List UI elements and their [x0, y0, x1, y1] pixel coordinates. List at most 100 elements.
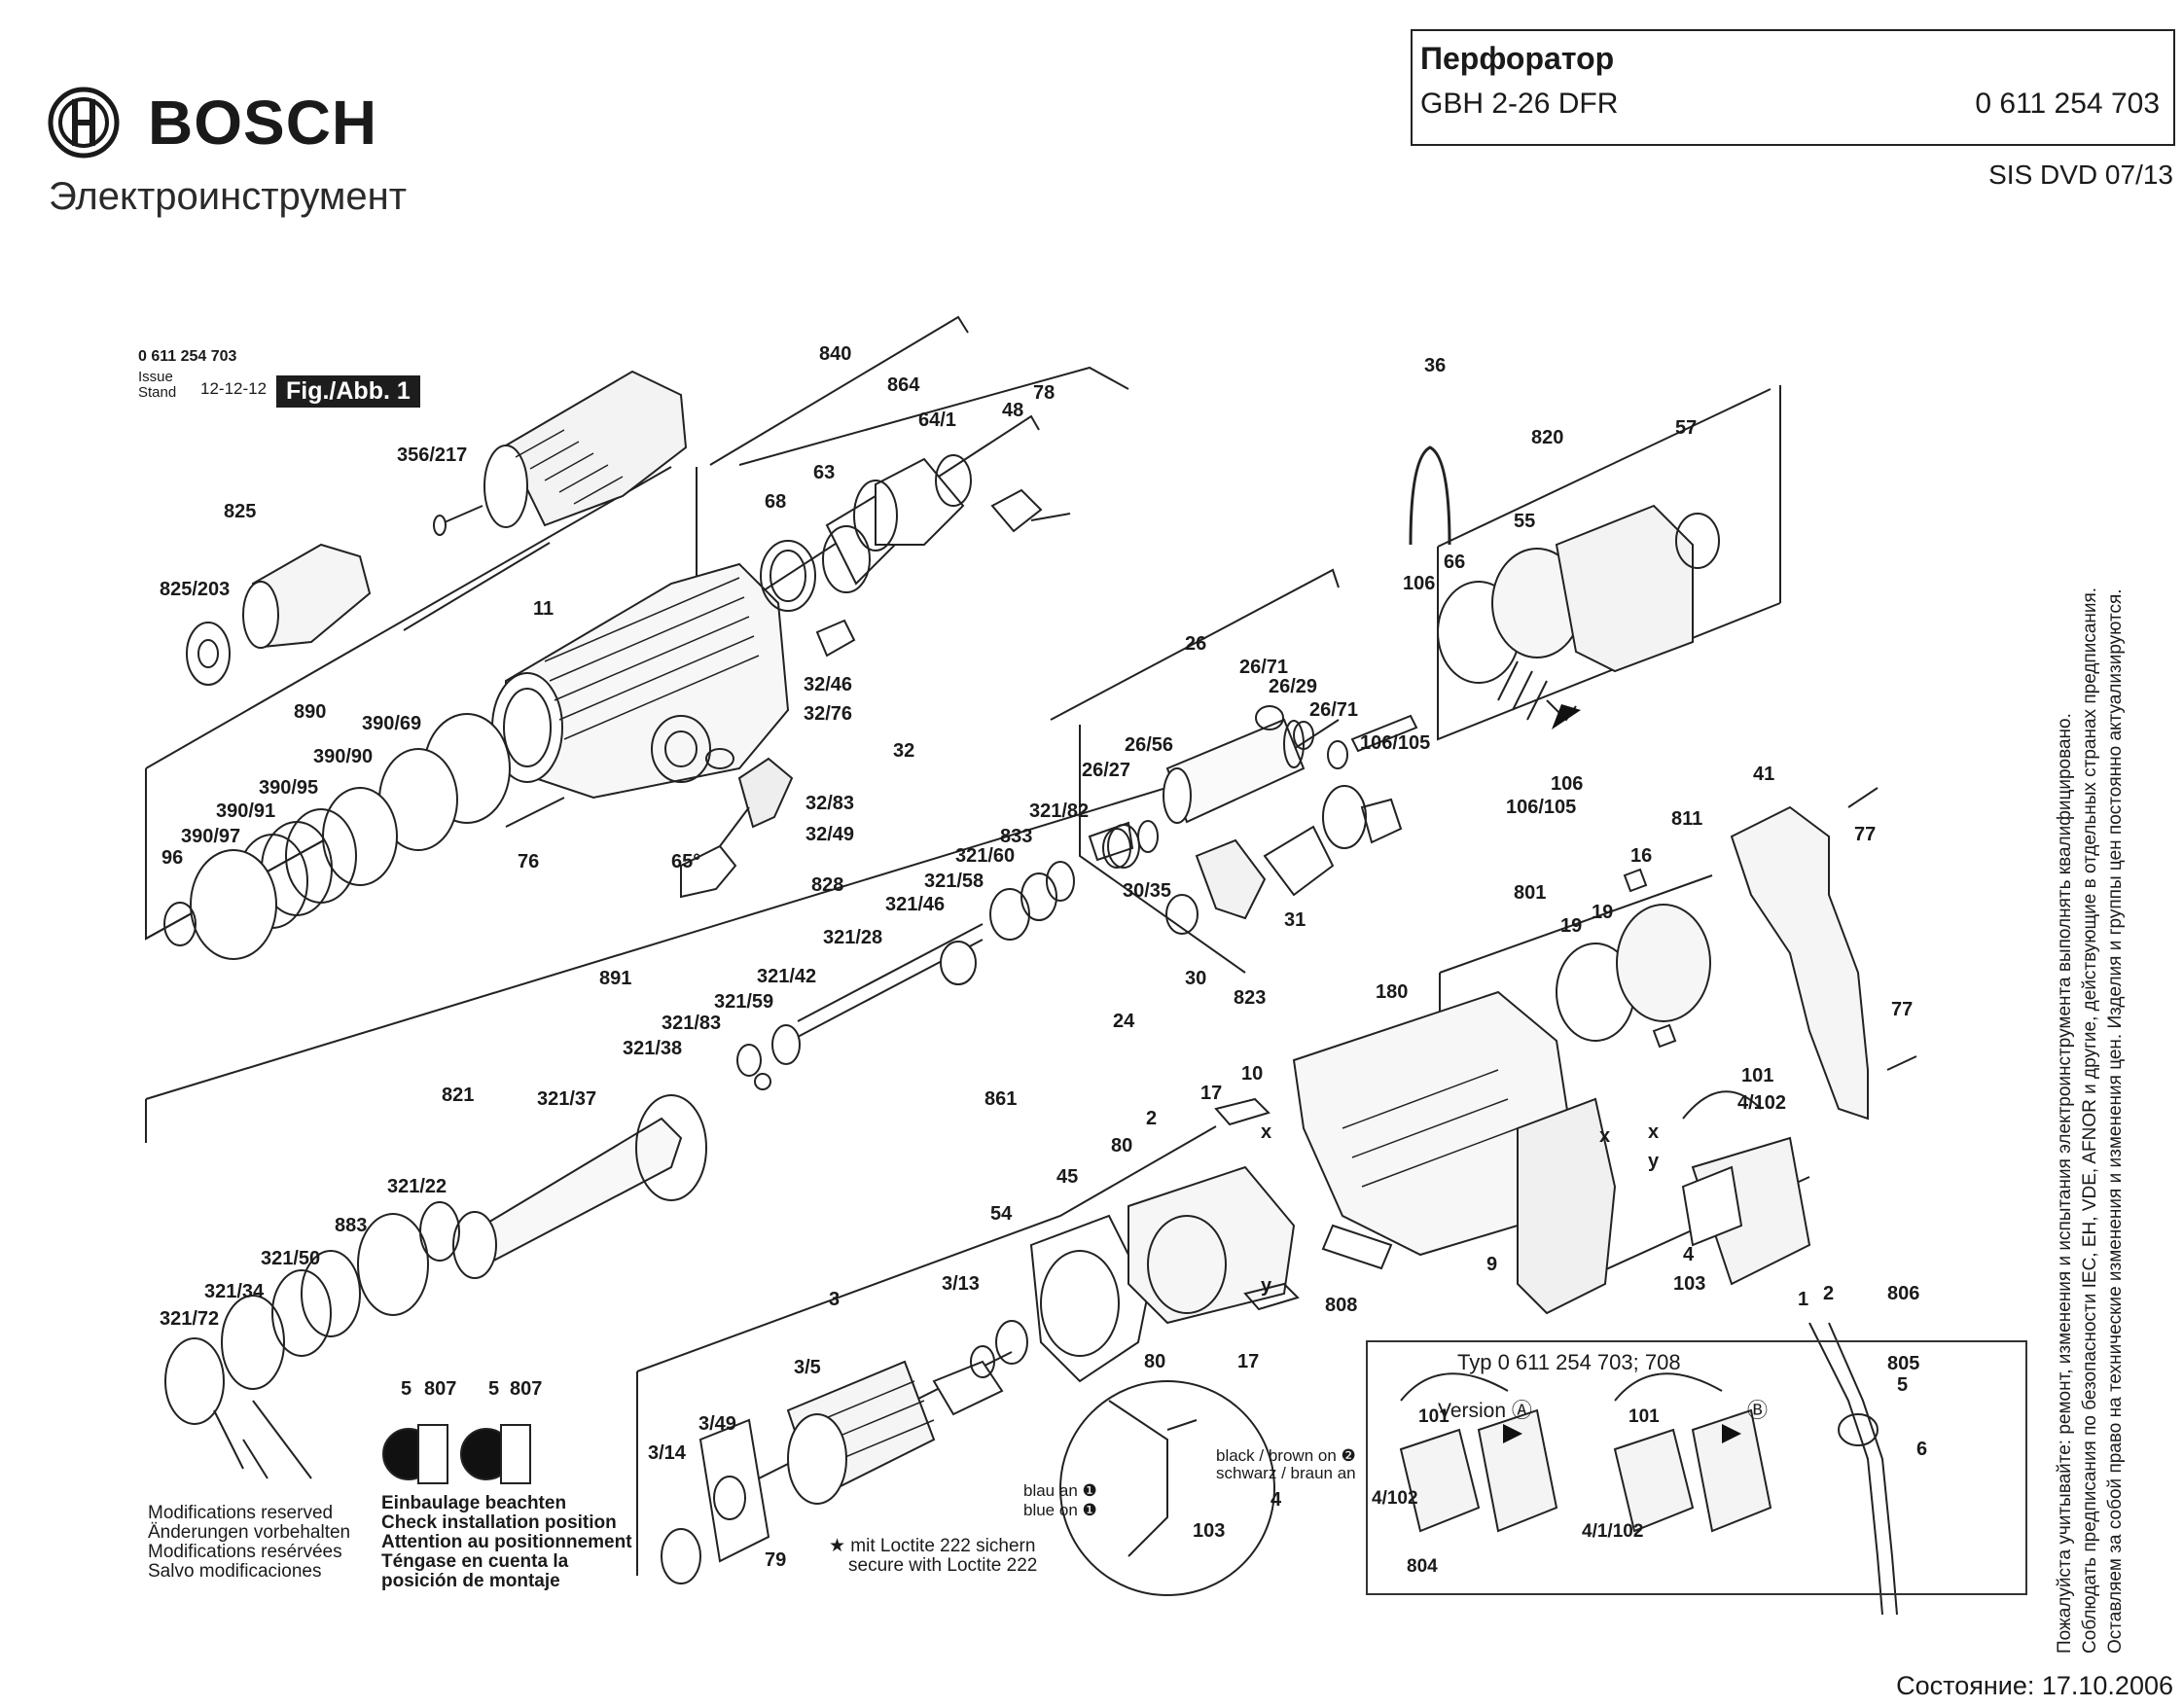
label-3: 3 — [829, 1289, 840, 1310]
label-106-105a: 106/105 — [1360, 732, 1430, 754]
label-x3: x — [1648, 1121, 1659, 1143]
label-32-76: 32/76 — [804, 703, 852, 725]
label-4: 4 — [1683, 1244, 1695, 1265]
clutch-rings-drawing — [760, 454, 1071, 612]
label-103b: 103 — [1193, 1520, 1225, 1542]
label-825: 825 — [224, 501, 256, 522]
inset-label-804: 804 — [1407, 1556, 1438, 1577]
wire-note-black-brown: black / brown on ❷ — [1216, 1446, 1356, 1465]
issue-label: Issue — [138, 369, 173, 385]
label-48: 48 — [1002, 400, 1023, 421]
label-11: 11 — [533, 598, 554, 620]
label-64-1: 64/1 — [918, 409, 956, 431]
label-5: 5 — [1897, 1374, 1908, 1396]
label-63: 63 — [813, 462, 835, 483]
label-10: 10 — [1241, 1063, 1263, 1085]
detail-circle-drawing — [1059, 1380, 1275, 1596]
note-line: ★ mit Loctite 222 sichern — [829, 1536, 1036, 1556]
label-321-58: 321/58 — [924, 871, 984, 892]
label-79: 79 — [765, 1549, 786, 1571]
label-820: 820 — [1531, 427, 1563, 448]
label-x1: x — [1261, 1121, 1271, 1143]
label-5a: 5 — [401, 1378, 412, 1400]
armature-drawing — [661, 1320, 1028, 1584]
product-number: 0 611 254 703 — [1975, 88, 2160, 120]
inset-label-101a: 101 — [1418, 1406, 1449, 1427]
brand-name: BOSCH — [148, 88, 378, 158]
note-line: Änderungen vorbehalten — [148, 1522, 351, 1543]
label-9: 9 — [1486, 1254, 1497, 1275]
label-821: 821 — [442, 1085, 474, 1106]
label-41: 41 — [1753, 764, 1774, 785]
switch-drawing — [1681, 1090, 1811, 1286]
handle-drawing — [1730, 787, 1917, 1121]
label-321-28: 321/28 — [823, 927, 882, 948]
label-861: 861 — [984, 1088, 1017, 1110]
note-line: Einbaulage beachten — [381, 1493, 567, 1513]
chuck-drawing — [433, 370, 688, 536]
label-3-5: 3/5 — [794, 1357, 821, 1378]
note-line: Salvo modificaciones — [148, 1561, 322, 1582]
motor-housing-drawing — [1292, 990, 1617, 1315]
label-96: 96 — [161, 847, 183, 869]
modifications-notes: Modifications reserved Änderungen vorbeh… — [148, 1504, 350, 1582]
label-321-46: 321/46 — [885, 894, 945, 915]
label-321-34: 321/34 — [204, 1281, 265, 1302]
label-y2: y — [1648, 1151, 1660, 1172]
label-26-29: 26/29 — [1269, 676, 1317, 697]
label-390-95: 390/95 — [259, 777, 318, 799]
note-line: Attention au positionnement — [381, 1532, 632, 1552]
label-321-42: 321/42 — [757, 966, 816, 987]
label-2: 2 — [1146, 1108, 1157, 1129]
label-321-59: 321/59 — [714, 991, 773, 1013]
sis-version: SIS DVD 07/13 — [1988, 160, 2173, 190]
label-26-71b: 26/71 — [1309, 699, 1358, 721]
product-type: Перфоратор — [1420, 41, 1615, 76]
label-32-83: 32/83 — [805, 793, 854, 814]
label-106b: 106 — [1551, 773, 1583, 795]
label-32: 32 — [893, 740, 914, 762]
label-883: 883 — [335, 1215, 367, 1236]
label-80a: 80 — [1111, 1135, 1132, 1156]
version-inset: Typ 0 611 254 703; 708 Version Ⓐ Ⓑ 101 1… — [1366, 1340, 2027, 1595]
label-891: 891 — [599, 968, 631, 989]
product-model: GBH 2-26 DFR — [1420, 88, 1619, 120]
note-line: Modifications resérvées — [148, 1542, 342, 1562]
inset-title: Typ 0 611 254 703; 708 — [1457, 1350, 1681, 1374]
label-36: 36 — [1424, 355, 1446, 376]
note-line: secure with Loctite 222 — [848, 1555, 1038, 1576]
brand-subtitle: Электроинструмент — [49, 175, 408, 218]
hammer-pipe-drawing — [1088, 705, 1403, 935]
label-321-72: 321/72 — [160, 1308, 219, 1330]
label-x2: x — [1599, 1125, 1610, 1147]
label-16: 16 — [1630, 845, 1652, 867]
label-31: 31 — [1284, 909, 1306, 931]
version-a-label: Version Ⓐ — [1438, 1400, 1532, 1422]
label-17a: 17 — [1200, 1083, 1222, 1104]
label-101: 101 — [1741, 1065, 1773, 1086]
label-823: 823 — [1234, 987, 1266, 1009]
label-321-50: 321/50 — [261, 1248, 320, 1269]
label-1: 1 — [1798, 1289, 1808, 1310]
label-3-49: 3/49 — [698, 1413, 736, 1435]
label-4b: 4 — [1270, 1489, 1282, 1511]
brush-holder-drawing — [1556, 868, 1711, 1049]
label-103a: 103 — [1673, 1273, 1705, 1295]
label-76: 76 — [518, 851, 539, 872]
wire-note-blue: blue on ❶ — [1023, 1501, 1097, 1519]
label-26-71a: 26/71 — [1239, 657, 1288, 678]
gear-housing-drawing — [491, 562, 790, 800]
label-106a: 106 — [1403, 573, 1435, 594]
label-106-105b: 106/105 — [1506, 797, 1576, 818]
label-3-14: 3/14 — [648, 1442, 687, 1464]
side-note-line: Оставляем за собой право на технические … — [2105, 588, 2126, 1654]
label-807b: 807 — [510, 1378, 542, 1400]
intermediate-flange-drawing — [1350, 445, 1720, 753]
label-3-13: 3/13 — [942, 1273, 980, 1295]
bosch-armature-icon — [48, 87, 120, 159]
part-labels: 840 864 78 48 64/1 63 68 356/217 825 825… — [160, 343, 1927, 1571]
field-and-fan-drawing — [1029, 1097, 1300, 1383]
label-811: 811 — [1671, 808, 1702, 830]
document-status: Состояние: 17.10.2006 — [1896, 1671, 2173, 1700]
